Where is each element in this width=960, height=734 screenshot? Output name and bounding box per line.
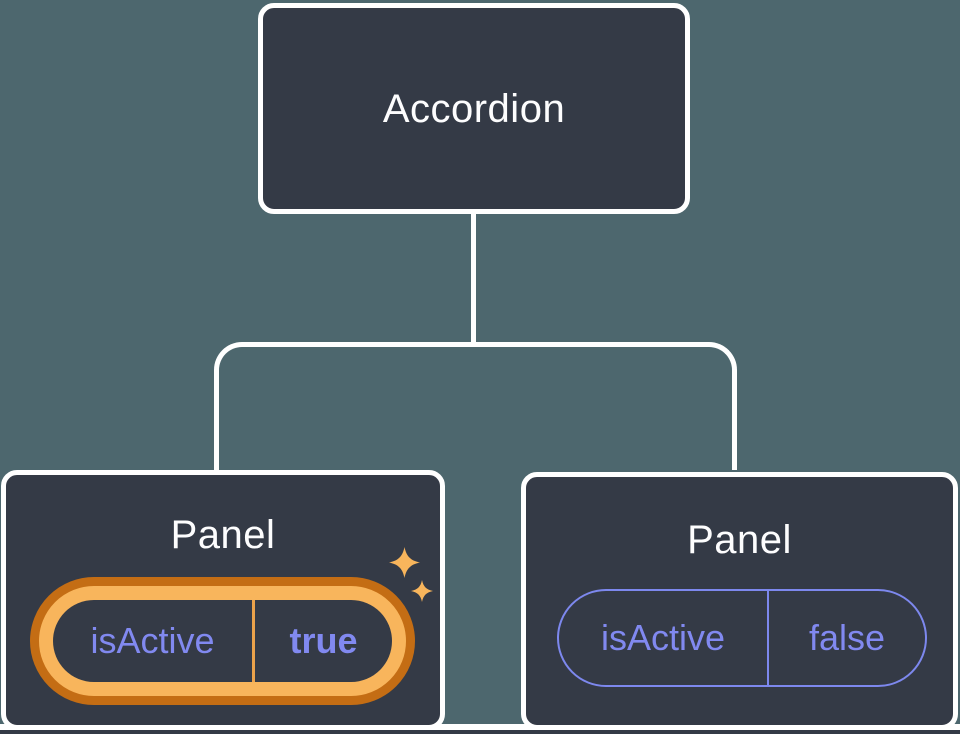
state-name-cell: isActive [559,591,769,685]
state-pill-highlighted: isActive true [30,577,415,705]
state-value: true [289,620,358,661]
page-background-gap [0,724,960,730]
node-label: Accordion [382,86,566,131]
next-section-edge [0,730,960,734]
connector-root-stem [471,214,476,345]
component-node-accordion: Accordion [258,3,690,214]
state-value-cell: false [769,591,925,685]
state-value: false [808,617,886,658]
sparkle-icon-small [411,580,433,602]
state-value-cell: true [255,600,392,682]
component-node-panel-active: Panel isActive true [1,470,445,730]
state-pill-core: isActive true [53,600,392,682]
node-label: Panel [170,513,276,557]
state-name: isActive [90,620,215,661]
state-name-cell: isActive [53,600,255,682]
component-node-panel-inactive: Panel isActive false [521,472,958,730]
state-pill-plain: isActive false [557,589,927,687]
connector-branch-bracket [214,342,737,470]
node-label: Panel [687,518,792,562]
state-name: isActive [600,617,726,658]
sparkle-icon-large [389,547,420,578]
